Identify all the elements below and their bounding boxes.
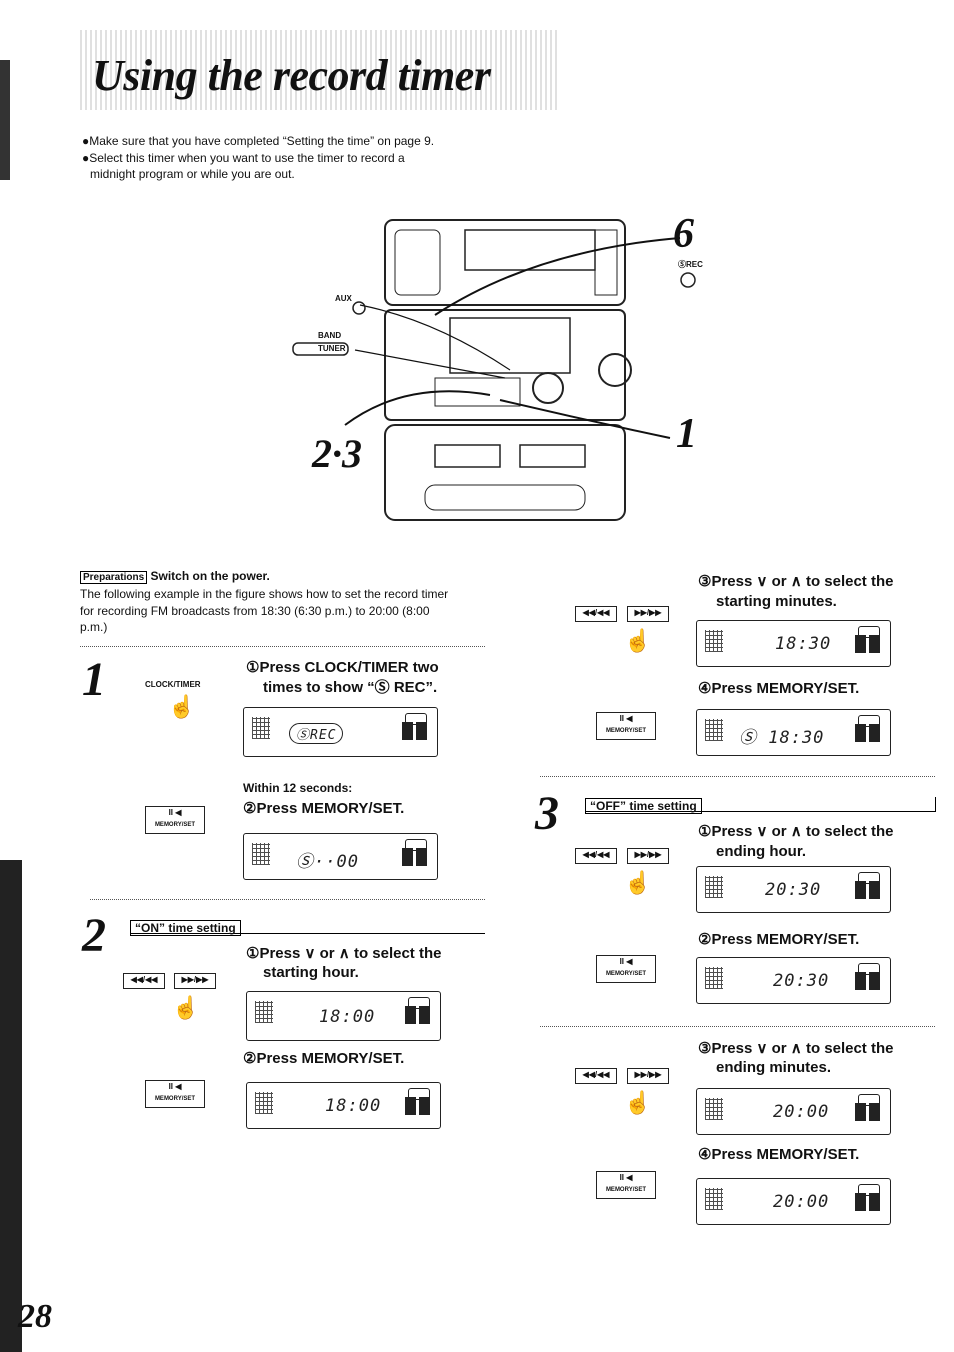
callout-2-3: 2·3 xyxy=(312,431,362,476)
step-3-number: 3 xyxy=(535,787,559,840)
callout-6: 6 xyxy=(673,211,694,257)
lcd-display: 20:30 xyxy=(696,866,891,913)
step3-instr1: ①Press ∨ or ∧ to select the xyxy=(698,823,894,840)
hand-press-icon: ☝ xyxy=(624,628,652,653)
lcd-display: Ⓢ··00 xyxy=(243,833,438,880)
on-time-tag: “ON” time setting xyxy=(130,920,241,936)
tuner-label: TUNER xyxy=(318,344,346,353)
next-button[interactable]: ▶▶/▶▶ xyxy=(174,973,216,989)
margin-tab xyxy=(0,860,22,1352)
step3-instr2: ②Press MEMORY/SET. xyxy=(698,931,860,948)
step2-instr1b: starting hour. xyxy=(263,964,359,981)
step-1-number: 1 xyxy=(82,653,106,706)
preparations-line-1: The following example in the figure show… xyxy=(80,587,449,601)
off-time-bar: “OFF” time setting xyxy=(585,797,936,814)
next-button[interactable]: ▶▶/▶▶ xyxy=(627,606,669,622)
prev-button[interactable]: ◀◀/◀◀ xyxy=(123,973,165,989)
divider xyxy=(540,776,935,777)
lcd-display: 18:00 xyxy=(246,991,441,1041)
step2-instr2: ②Press MEMORY/SET. xyxy=(243,1050,405,1067)
lcd-display: 18:30 xyxy=(696,620,891,667)
preparations-line-3: p.m.) xyxy=(80,620,108,634)
on-time-bar: “ON” time setting xyxy=(130,919,485,936)
lcd-text: 20:30 xyxy=(773,971,830,991)
lcd-text: 20:00 xyxy=(773,1102,830,1122)
step2-instr3b: starting minutes. xyxy=(716,593,837,610)
title-texture xyxy=(80,30,560,110)
memory-set-button[interactable]: II ◀MEMORY/SET xyxy=(145,1080,205,1108)
lcd-text: 18:30 xyxy=(775,634,832,654)
step1-instr1: ①Press CLOCK/TIMER two xyxy=(246,659,439,676)
lcd-display: 18:00 xyxy=(246,1082,441,1129)
prev-button[interactable]: ◀◀/◀◀ xyxy=(575,606,617,622)
step2-instr3: ③Press ∨ or ∧ to select the xyxy=(698,573,894,590)
hand-press-icon: ☝ xyxy=(172,995,200,1020)
memory-set-button[interactable]: II ◀MEMORY/SET xyxy=(596,712,656,740)
step2-instr1: ①Press ∨ or ∧ to select the xyxy=(246,945,442,962)
lcd-text: 18:00 xyxy=(325,1096,382,1116)
lcd-display: 20:30 xyxy=(696,957,891,1004)
memory-set-button[interactable]: II ◀MEMORY/SET xyxy=(145,806,205,834)
aux-label: AUX xyxy=(335,294,352,303)
lcd-display: 20:00 xyxy=(696,1178,891,1225)
next-button[interactable]: ▶▶/▶▶ xyxy=(627,1068,669,1084)
margin-mark xyxy=(0,60,10,180)
preparations-heading: Preparations Switch on the power. xyxy=(80,568,270,586)
page-title: Using the record timer xyxy=(92,51,491,100)
divider xyxy=(80,646,485,647)
prev-button[interactable]: ◀◀/◀◀ xyxy=(575,1068,617,1084)
clock-timer-label: CLOCK/TIMER xyxy=(145,680,201,689)
page-number: 28 xyxy=(18,1298,52,1335)
lcd-text: ⓈREC xyxy=(289,723,344,744)
off-time-tag: “OFF” time setting xyxy=(585,798,702,814)
lcd-text: 20:00 xyxy=(773,1192,830,1212)
step2-instr4: ④Press MEMORY/SET. xyxy=(698,680,860,697)
next-button[interactable]: ▶▶/▶▶ xyxy=(627,848,669,864)
prev-button[interactable]: ◀◀/◀◀ xyxy=(575,848,617,864)
bullet-2: ●Select this timer when you want to use … xyxy=(82,151,405,165)
preparations-title: Switch on the power. xyxy=(150,569,270,583)
preparations-line-2: for recording FM broadcasts from 18:30 (… xyxy=(80,604,430,618)
preparations-tag: Preparations xyxy=(80,571,148,584)
step1-instr2: ②Press MEMORY/SET. xyxy=(243,800,405,817)
step3-instr4: ④Press MEMORY/SET. xyxy=(698,1146,860,1163)
step1-instr1b: times to show “Ⓢ REC”. xyxy=(263,679,438,696)
bullet-2-cont: midnight program or while you are out. xyxy=(90,167,295,181)
lcd-text: 20:30 xyxy=(765,880,822,900)
hand-press-icon: ☝ xyxy=(168,694,196,719)
lcd-text: Ⓢ 18:30 xyxy=(739,728,825,748)
lcd-display: Ⓢ 18:30 xyxy=(696,709,891,756)
callout-1: 1 xyxy=(676,411,697,457)
step-2-number: 2 xyxy=(82,909,106,962)
lcd-display: 20:00 xyxy=(696,1088,891,1135)
step3-instr3: ③Press ∨ or ∧ to select the xyxy=(698,1040,894,1057)
lcd-text: Ⓢ··00 xyxy=(296,852,359,872)
divider xyxy=(540,1026,935,1027)
lcd-display: ⓈREC xyxy=(243,707,438,757)
lcd-text: 18:00 xyxy=(319,1007,376,1027)
memory-set-button[interactable]: II ◀MEMORY/SET xyxy=(596,1171,656,1199)
hand-press-icon: ☝ xyxy=(624,870,652,895)
band-label: BAND xyxy=(318,331,342,340)
within-seconds: Within 12 seconds: xyxy=(243,781,353,795)
bullet-1: ●Make sure that you have completed “Sett… xyxy=(82,134,435,148)
rec-label: ⓈREC xyxy=(678,260,703,269)
hand-press-icon: ☝ xyxy=(624,1090,652,1115)
memory-set-button[interactable]: II ◀MEMORY/SET xyxy=(596,955,656,983)
divider xyxy=(90,899,485,900)
stereo-illustration xyxy=(292,219,696,521)
step3-instr1b: ending hour. xyxy=(716,843,806,860)
step3-instr3b: ending minutes. xyxy=(716,1059,832,1076)
